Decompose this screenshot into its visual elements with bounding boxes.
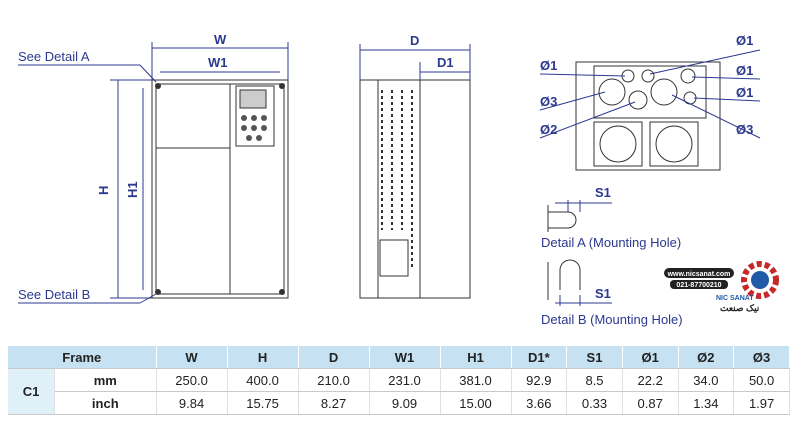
s1-label-b: S1: [595, 286, 611, 301]
cell: 15.75: [227, 391, 299, 415]
cell: 92.9: [511, 368, 568, 392]
dim-d-label: D: [410, 33, 419, 48]
detail-a-caption: Detail A (Mounting Hole): [541, 235, 681, 250]
unit-cell: mm: [54, 368, 157, 392]
frame-cell: C1: [8, 368, 55, 415]
cell: 210.0: [298, 368, 370, 392]
cell: 8.27: [298, 391, 370, 415]
cell: 250.0: [156, 368, 228, 392]
table-header-row: Frame W H D W1 H1 D1* S1 Ø1 Ø2 Ø3: [8, 346, 790, 369]
phi1-label-left: Ø1: [540, 58, 557, 73]
cell: 15.00: [440, 391, 512, 415]
header-phi1: Ø1: [622, 346, 679, 369]
detail-b-hole: [547, 259, 612, 306]
cell: 50.0: [733, 368, 790, 392]
header-s1: S1: [566, 346, 623, 369]
header-w1: W1: [369, 346, 441, 369]
header-d: D: [298, 346, 370, 369]
side-view: [359, 79, 471, 299]
dim-h-label: H: [96, 186, 111, 195]
header-phi2: Ø2: [678, 346, 735, 369]
cell: 22.2: [622, 368, 679, 392]
logo-name-fa: نیک صنعت: [720, 303, 759, 313]
cell: 1.97: [733, 391, 790, 415]
header-h1: H1: [440, 346, 512, 369]
dim-w1-label: W1: [208, 55, 228, 70]
header-phi3: Ø3: [733, 346, 790, 369]
front-view: [151, 79, 289, 299]
logo-phone: 021-87700210: [676, 282, 721, 289]
dim-h1-label: H1: [125, 181, 140, 198]
see-detail-a-label: See Detail A: [18, 49, 90, 64]
cell: 8.5: [566, 368, 623, 392]
cell: 381.0: [440, 368, 512, 392]
phi1-label-top: Ø1: [736, 33, 753, 48]
header-w: W: [156, 346, 228, 369]
dimensions-table: Frame W H D W1 H1 D1* S1 Ø1 Ø2 Ø3 C1 mm …: [8, 346, 790, 415]
detail-a-hole: [547, 200, 612, 232]
dim-w-label: W: [214, 32, 227, 47]
see-detail-b-label: See Detail B: [18, 287, 90, 302]
phi3-label-left: Ø3: [540, 94, 557, 109]
cell: 3.66: [511, 391, 568, 415]
phi1-label-right2: Ø1: [736, 85, 753, 100]
header-frame: Frame: [8, 346, 157, 369]
cell: 0.33: [566, 391, 623, 415]
s1-label-a: S1: [595, 185, 611, 200]
header-d1: D1*: [511, 346, 568, 369]
cell: 9.84: [156, 391, 228, 415]
cell: 400.0: [227, 368, 299, 392]
header-h: H: [227, 346, 299, 369]
nicsanat-logo: www.nicsanat.com 021-87700210 NIC SANAT …: [664, 261, 779, 313]
phi3-label-right: Ø3: [736, 122, 753, 137]
phi1-label-right1: Ø1: [736, 63, 753, 78]
cell: 231.0: [369, 368, 441, 392]
cell: 34.0: [678, 368, 735, 392]
cell: 1.34: [678, 391, 735, 415]
bottom-view: [575, 61, 721, 171]
logo-name: NIC SANAT: [716, 295, 754, 302]
table-row-mm: C1 mm 250.0 400.0 210.0 231.0 381.0 92.9…: [8, 368, 790, 415]
cell: 0.87: [622, 391, 679, 415]
table-row-inch: inch 9.84 15.75 8.27 9.09 15.00 3.66 0.3…: [8, 391, 790, 415]
unit-cell: inch: [54, 391, 157, 415]
detail-b-caption: Detail B (Mounting Hole): [541, 312, 683, 327]
logo-url: www.nicsanat.com: [667, 271, 731, 278]
dim-d1-label: D1: [437, 55, 454, 70]
cell: 9.09: [369, 391, 441, 415]
